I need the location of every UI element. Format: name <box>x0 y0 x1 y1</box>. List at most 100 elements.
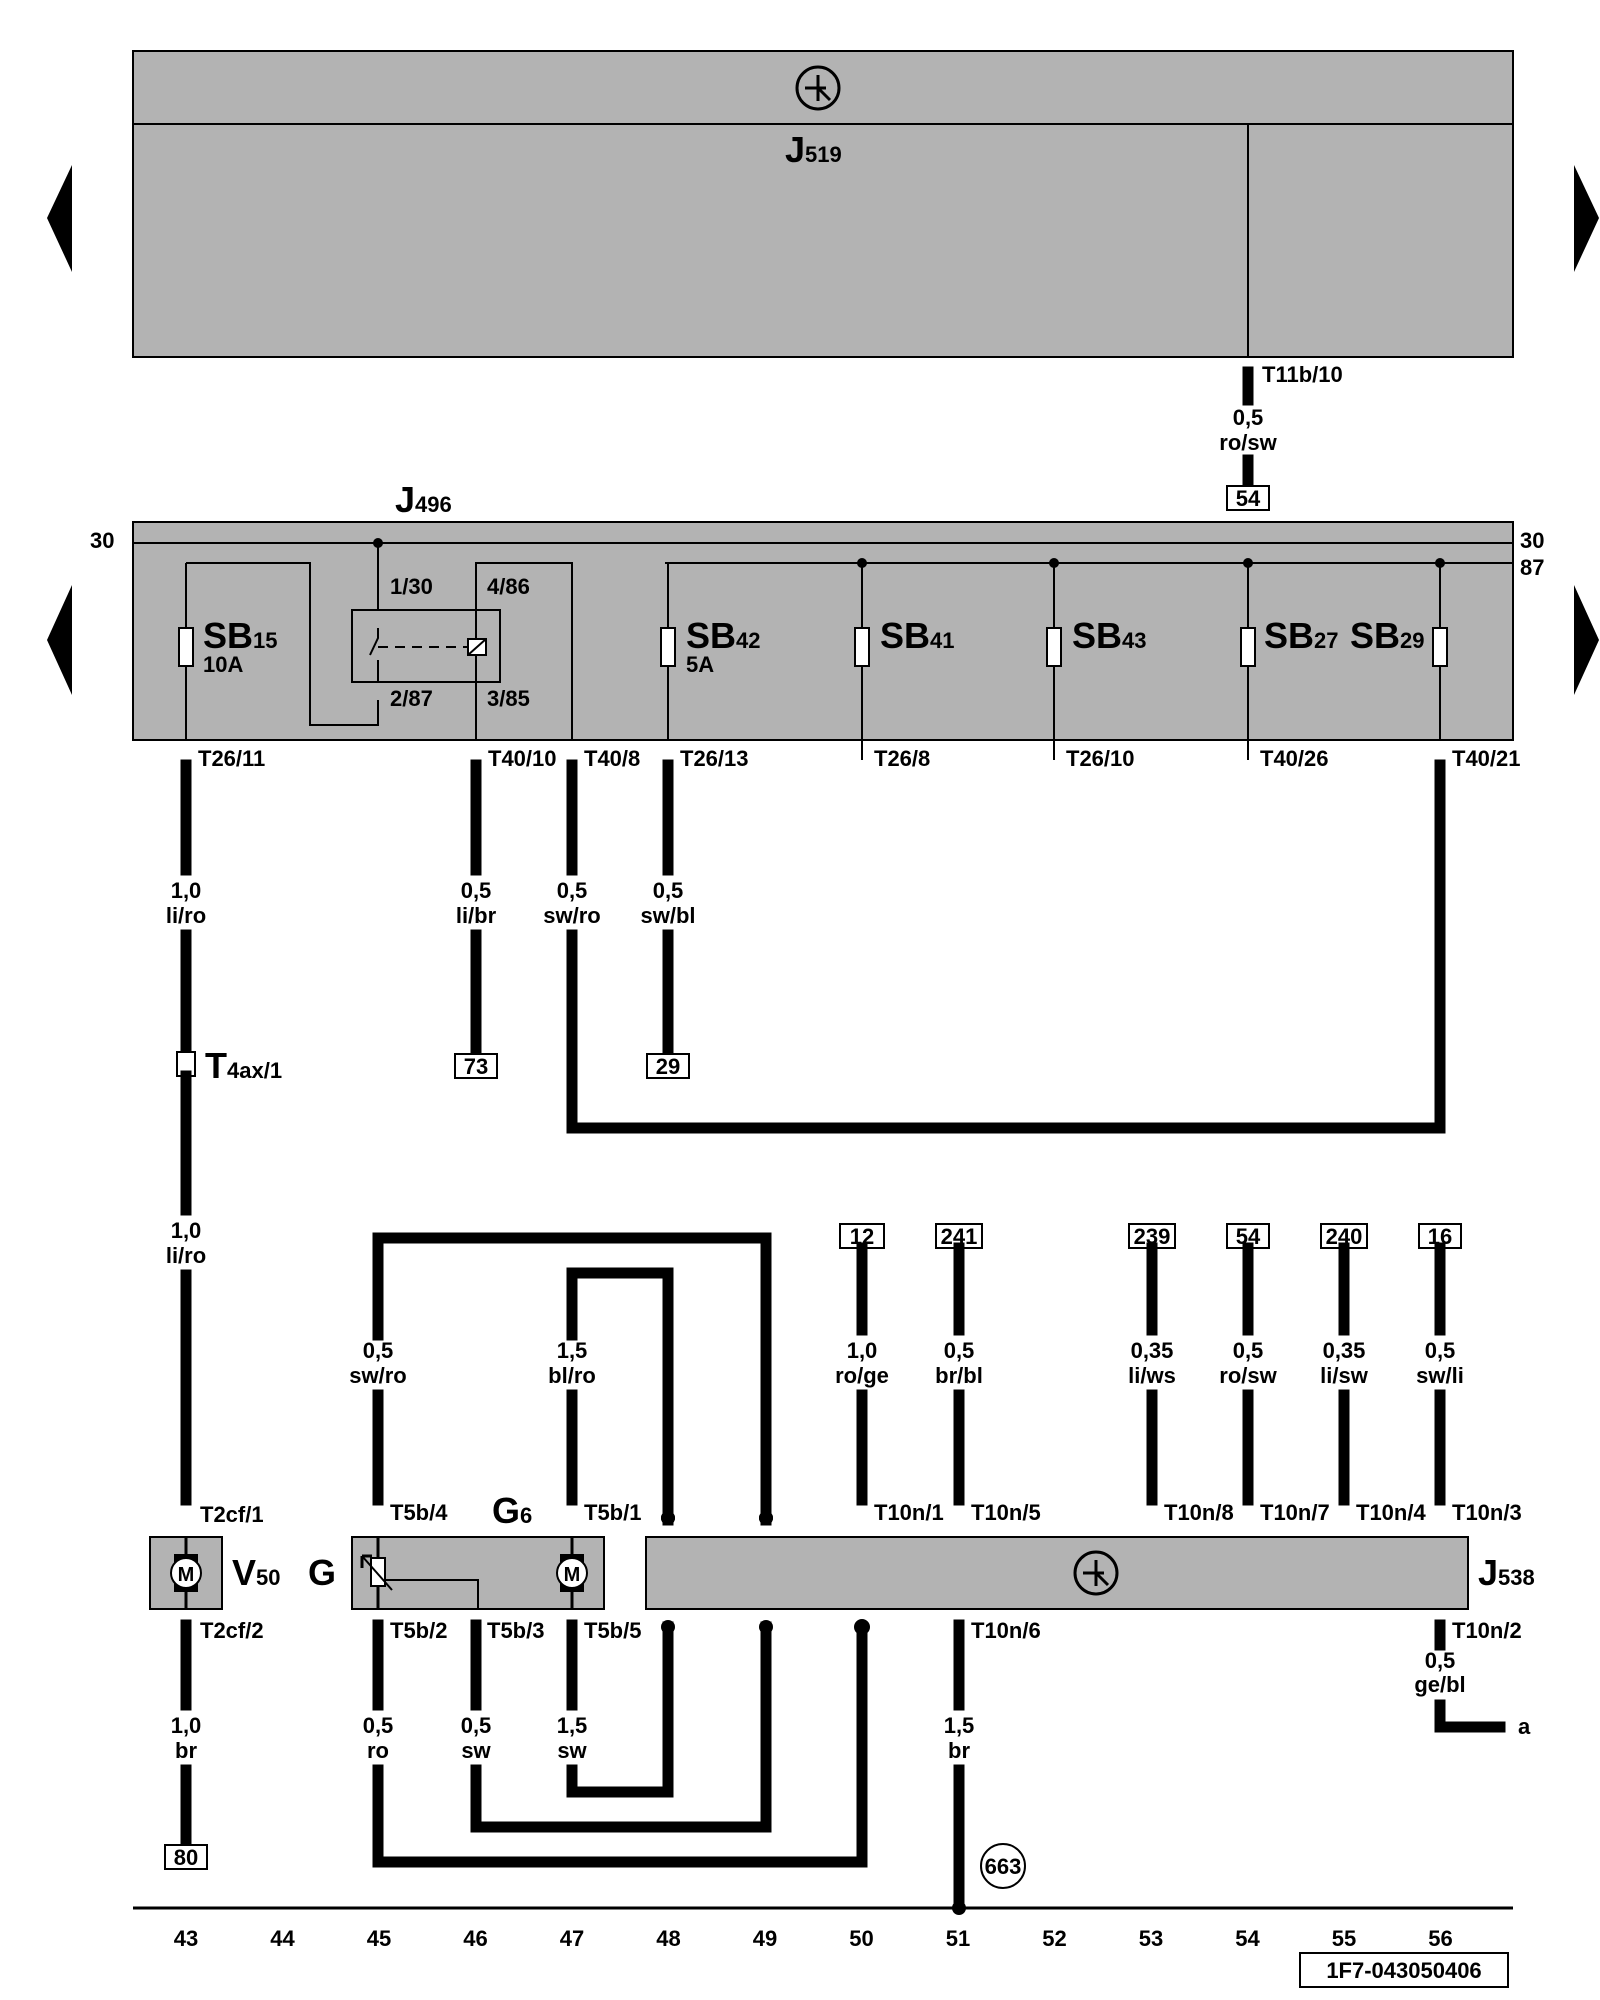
grid-number: 47 <box>560 1926 584 1951</box>
svg-text:li/sw: li/sw <box>1320 1363 1369 1388</box>
reference-box <box>164 1844 208 1870</box>
fuse-icon <box>1046 627 1062 667</box>
svg-text:T26/10: T26/10 <box>1066 746 1135 771</box>
svg-text:M: M <box>178 1564 195 1586</box>
fuse-sb15: SB15 <box>203 615 278 656</box>
page-next-arrow-middle[interactable] <box>1574 585 1599 695</box>
wire-size: 0,5 <box>1233 405 1264 430</box>
svg-text:T5b/3: T5b/3 <box>487 1618 544 1643</box>
grid-number: 54 <box>1235 1926 1260 1951</box>
fuse-icon <box>1240 627 1256 667</box>
grid-number: 44 <box>270 1926 295 1951</box>
svg-text:sw/ro: sw/ro <box>349 1363 406 1388</box>
svg-text:T40/8: T40/8 <box>584 746 640 771</box>
svg-text:2/87: 2/87 <box>390 686 433 711</box>
connector-label: T11b/10 <box>1262 362 1343 387</box>
reference-box <box>646 1053 690 1079</box>
svg-text:0,5: 0,5 <box>461 1713 492 1738</box>
grid-number: 50 <box>849 1926 873 1951</box>
grid-number: 46 <box>463 1926 487 1951</box>
fuse-icon <box>854 627 870 667</box>
svg-text:T40/10: T40/10 <box>488 746 557 771</box>
svg-text:T2cf/2: T2cf/2 <box>200 1618 264 1643</box>
svg-text:ro/ge: ro/ge <box>835 1363 889 1388</box>
svg-text:29: 29 <box>656 1054 680 1079</box>
svg-text:M: M <box>564 1564 581 1586</box>
g6-label: G6 <box>492 1490 532 1531</box>
j496-label: J496 <box>395 479 452 520</box>
g-label: G <box>308 1552 336 1593</box>
electronic-control-icon <box>1073 1550 1119 1596</box>
svg-text:T26/8: T26/8 <box>874 746 930 771</box>
svg-text:sw/ro: sw/ro <box>543 903 600 928</box>
svg-text:80: 80 <box>174 1845 198 1870</box>
svg-text:li/ro: li/ro <box>166 903 206 928</box>
motor-icon: M <box>556 1554 588 1592</box>
continuation-label: a <box>1518 1714 1531 1739</box>
grid-number: 51 <box>946 1926 970 1951</box>
svg-text:0,35: 0,35 <box>1323 1338 1366 1363</box>
svg-text:T10n/5: T10n/5 <box>971 1500 1041 1525</box>
page-prev-arrow-middle[interactable] <box>47 585 72 695</box>
fuse-sb27: SB27 <box>1264 615 1339 656</box>
drawing-id: 1F7-043050406 <box>1326 1958 1481 1983</box>
svg-text:1,5: 1,5 <box>557 1338 588 1363</box>
reference-box <box>1418 1223 1462 1249</box>
svg-text:T40/21: T40/21 <box>1452 746 1521 771</box>
grid-number: 48 <box>656 1926 680 1951</box>
svg-text:br/bl: br/bl <box>935 1363 983 1388</box>
v50-label: V50 <box>232 1552 281 1593</box>
ground-point-icon <box>980 1843 1026 1889</box>
wire-color: ro/sw <box>1219 430 1277 455</box>
fuse-relay-panel <box>132 521 1514 741</box>
svg-text:4/86: 4/86 <box>487 574 530 599</box>
svg-text:1,0: 1,0 <box>171 878 202 903</box>
grid-number: 53 <box>1139 1926 1163 1951</box>
svg-text:br: br <box>948 1738 970 1763</box>
grid-number: 45 <box>367 1926 391 1951</box>
t4ax-label: T4ax/1 <box>205 1045 282 1086</box>
svg-text:0,5: 0,5 <box>363 1338 394 1363</box>
svg-text:ro: ro <box>367 1738 389 1763</box>
j519-module <box>132 50 1514 358</box>
svg-text:1,0: 1,0 <box>171 1713 202 1738</box>
svg-text:sw: sw <box>557 1738 587 1763</box>
fuse-sb29: SB29 <box>1350 615 1425 656</box>
fuse-sb42: SB42 <box>686 615 761 656</box>
svg-text:T10n/8: T10n/8 <box>1164 1500 1234 1525</box>
svg-text:ge/bl: ge/bl <box>1414 1672 1465 1697</box>
svg-text:3/85: 3/85 <box>487 686 530 711</box>
relay-box <box>351 609 501 683</box>
svg-text:1/30: 1/30 <box>390 574 433 599</box>
rail-label: 30 <box>1520 528 1544 553</box>
svg-text:T26/13: T26/13 <box>680 746 749 771</box>
grid-number: 56 <box>1428 1926 1452 1951</box>
svg-text:0,5: 0,5 <box>557 878 588 903</box>
j519-label: J519 <box>785 129 842 170</box>
svg-text:0,5: 0,5 <box>1425 1648 1456 1673</box>
svg-text:0,5: 0,5 <box>944 1338 975 1363</box>
svg-text:T10n/4: T10n/4 <box>1356 1500 1426 1525</box>
page-next-arrow-top[interactable] <box>1574 165 1599 272</box>
svg-text:T5b/4: T5b/4 <box>390 1500 448 1525</box>
svg-text:0,5: 0,5 <box>363 1713 394 1738</box>
svg-text:ro/sw: ro/sw <box>1219 1363 1277 1388</box>
page-prev-arrow-top[interactable] <box>47 165 72 272</box>
grid-number: 55 <box>1332 1926 1356 1951</box>
svg-text:1,5: 1,5 <box>944 1713 975 1738</box>
reference-box <box>454 1053 498 1079</box>
svg-text:1,0: 1,0 <box>847 1338 878 1363</box>
fuse-icon <box>178 627 194 667</box>
svg-text:li/ws: li/ws <box>1128 1363 1176 1388</box>
svg-text:T5b/5: T5b/5 <box>584 1618 641 1643</box>
fuse-icon <box>660 627 676 667</box>
svg-text:T40/26: T40/26 <box>1260 746 1329 771</box>
svg-text:0,5: 0,5 <box>461 878 492 903</box>
svg-text:T10n/2: T10n/2 <box>1452 1618 1522 1643</box>
fuse-rating: 10A <box>203 652 243 677</box>
electronic-control-icon <box>795 65 841 111</box>
rail-label: 87 <box>1520 555 1544 580</box>
svg-text:li/ro: li/ro <box>166 1243 206 1268</box>
